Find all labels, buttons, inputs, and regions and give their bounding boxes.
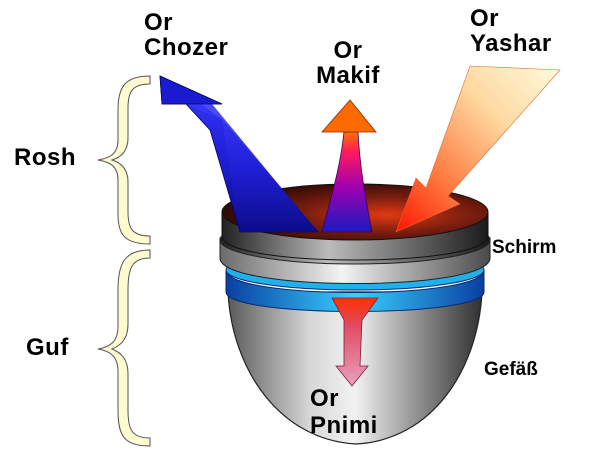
or-pnimi-line2: Pnimi [310, 412, 378, 440]
guf-brace [97, 249, 151, 447]
or-chozer-line2: Chozer [144, 34, 229, 62]
or-pnimi-arrow [331, 297, 379, 387]
rosh-label: Rosh [14, 144, 76, 171]
or-chozer-label: Or Chozer [144, 9, 229, 62]
or-chozer-line1: Or [144, 9, 174, 36]
or-makif-label: Or Makif [308, 37, 388, 90]
or-makif-line1: Or [333, 37, 363, 64]
schirm-label: Schirm [492, 237, 557, 258]
or-makif-line2: Makif [316, 62, 380, 90]
or-pnimi-line1: Or [310, 385, 340, 412]
or-pnimi-label: Or Pnimi [310, 385, 378, 440]
or-yashar-arrow [395, 65, 561, 233]
rosh-brace [97, 75, 151, 245]
gefaess-label: Gefäß [484, 359, 538, 380]
or-yashar-line2: Yashar [470, 30, 552, 58]
or-yashar-line1: Or [470, 5, 500, 32]
or-yashar-label: Or Yashar [470, 5, 552, 58]
or-makif-arrow [321, 99, 377, 233]
or-chozer-arrow [159, 75, 319, 233]
guf-label: Guf [26, 334, 69, 361]
